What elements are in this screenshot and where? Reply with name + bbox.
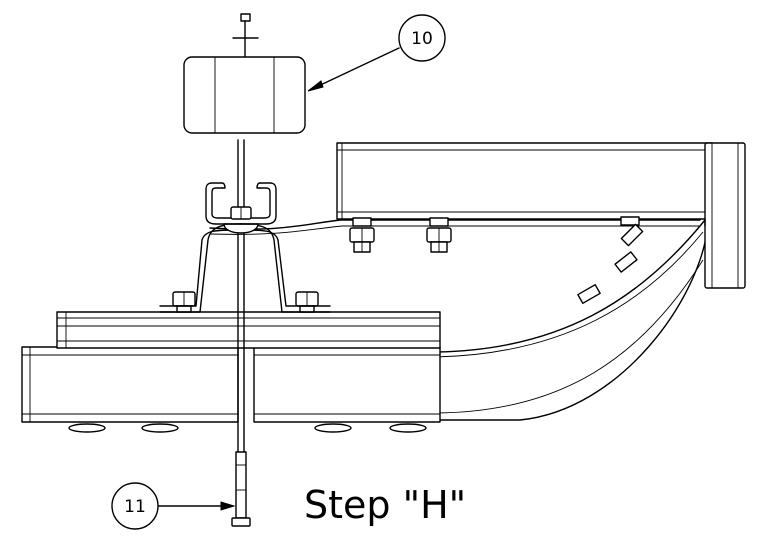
callout-11-label: 11 <box>124 497 146 517</box>
callout-11: 11 <box>111 482 236 530</box>
lower-tube <box>21 346 441 423</box>
callout-10: 10 <box>307 14 446 92</box>
step-label: Step "H" <box>304 483 466 527</box>
arm-bolt-2 <box>614 251 638 273</box>
bolt-part-11 <box>231 451 251 527</box>
rail-bolt-1 <box>349 217 375 253</box>
rail-bolt-3 <box>620 216 640 226</box>
upper-rail <box>336 142 746 289</box>
callout-10-label: 10 <box>411 29 433 49</box>
strut-channel <box>205 182 277 225</box>
feet <box>68 423 427 433</box>
curved-arm-tube <box>435 219 709 421</box>
arm-bolt-1 <box>620 223 644 247</box>
plate-bolt-left <box>172 291 196 313</box>
rail-bolt-2 <box>426 217 452 253</box>
base-plate <box>56 311 441 349</box>
arm-bolt-3 <box>577 283 601 305</box>
pad-part-10 <box>183 56 306 134</box>
threaded-rod <box>237 139 245 461</box>
top-screw <box>232 13 259 58</box>
plate-bolt-right <box>295 291 319 313</box>
